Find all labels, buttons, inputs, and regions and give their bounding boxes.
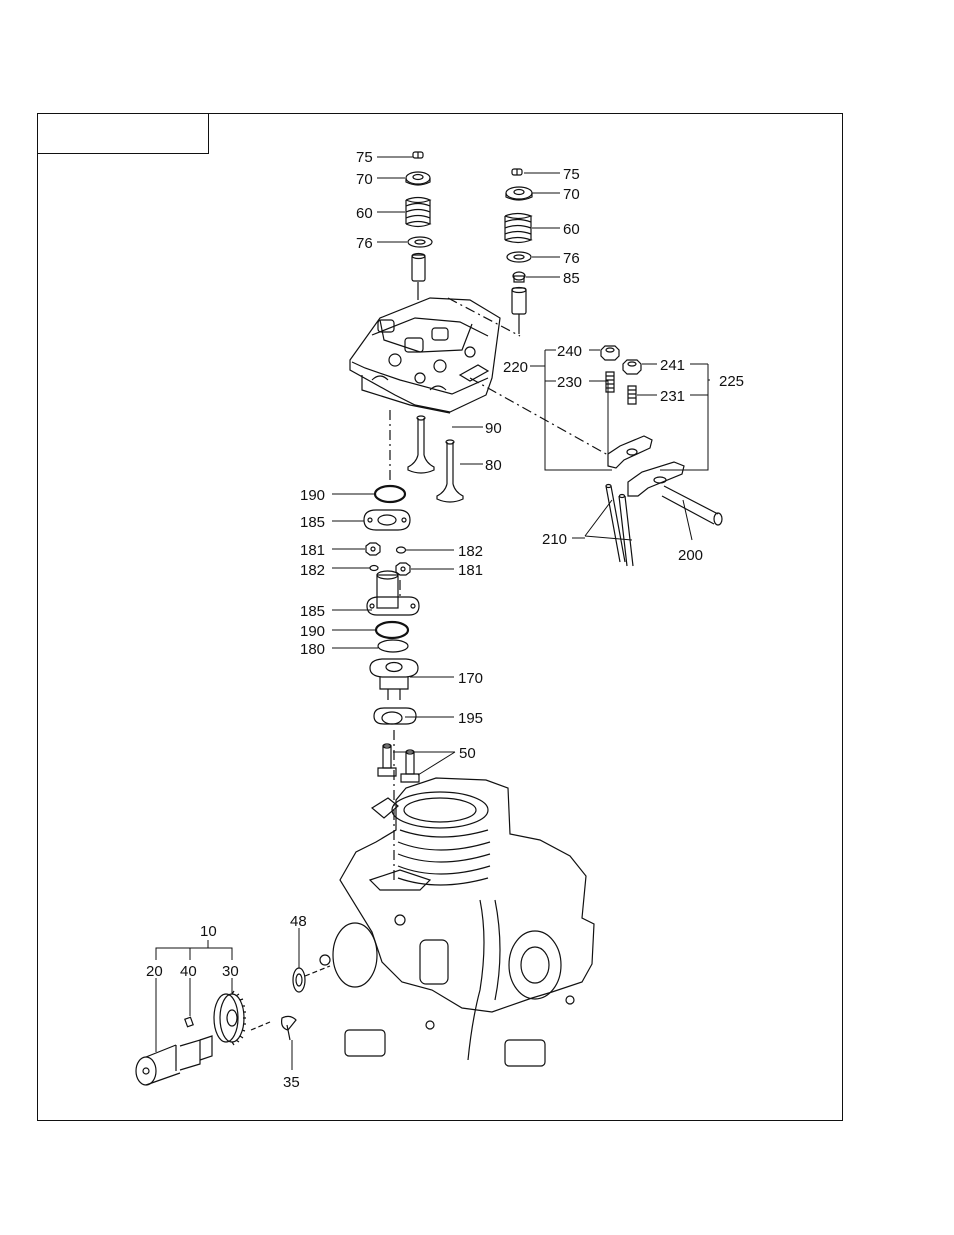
- governor-lever: [250, 1015, 297, 1041]
- label-190-upper: 190: [300, 487, 325, 504]
- valve-stem-seal: [512, 271, 526, 283]
- spring-seat-left: [407, 236, 433, 248]
- thrust-washer-48: [292, 965, 331, 993]
- label-76-right: 76: [563, 250, 580, 267]
- label-60-left: 60: [356, 205, 373, 222]
- label-70-right: 70: [563, 186, 580, 203]
- label-190-lower: 190: [300, 623, 325, 640]
- rocker-nut-240: [600, 345, 620, 361]
- woodruff-key: [184, 1016, 194, 1028]
- camshaft: [135, 1035, 213, 1086]
- cam-gear: [213, 990, 246, 1046]
- label-10: 10: [200, 923, 217, 940]
- valve-intake: [436, 439, 464, 503]
- rocker-arm-220: [607, 435, 653, 469]
- o-ring-upper: [373, 484, 407, 504]
- cylinder-head: [349, 297, 521, 414]
- label-230: 230: [557, 374, 582, 391]
- label-210: 210: [542, 531, 567, 548]
- tappet-left: [377, 743, 397, 777]
- label-48: 48: [290, 913, 307, 930]
- label-180: 180: [300, 641, 325, 658]
- adjust-screw-230: [605, 371, 615, 393]
- label-195: 195: [458, 710, 483, 727]
- gasket-195: [373, 707, 417, 725]
- spacer-ring: [377, 639, 409, 653]
- tappet-guide-plate: [366, 570, 420, 616]
- label-185-upper: 185: [300, 514, 325, 531]
- crankcase-block: [319, 777, 595, 1067]
- label-30: 30: [222, 963, 239, 980]
- valve-exhaust: [407, 415, 435, 474]
- tappet-holder: [369, 658, 419, 700]
- label-182-left: 182: [300, 562, 325, 579]
- adjust-screw-231: [627, 385, 637, 405]
- tappet-right: [400, 749, 420, 783]
- rocker-nut-241: [622, 359, 642, 375]
- valve-retainer-left: [405, 171, 431, 186]
- label-170: 170: [458, 670, 483, 687]
- nut-181-left: [365, 542, 381, 556]
- washer-182-right: [395, 546, 407, 554]
- label-181-left: 181: [300, 542, 325, 559]
- washer-182-left: [369, 564, 379, 572]
- label-20: 20: [146, 963, 163, 980]
- label-80: 80: [485, 457, 502, 474]
- label-231: 231: [660, 388, 685, 405]
- diagram-frame: [37, 113, 843, 1121]
- gasket-plate-upper: [363, 509, 411, 531]
- label-35: 35: [283, 1074, 300, 1091]
- label-75-left: 75: [356, 149, 373, 166]
- label-75-right: 75: [563, 166, 580, 183]
- label-225: 225: [719, 373, 744, 390]
- valve-keeper-left: [412, 151, 424, 159]
- label-241: 241: [660, 357, 685, 374]
- valve-spring-left: [405, 196, 432, 228]
- o-ring-lower: [374, 620, 410, 640]
- valve-guide-right: [511, 286, 527, 334]
- valve-retainer-right: [505, 186, 533, 201]
- valve-keeper-right: [511, 168, 523, 176]
- valve-spring-right: [504, 212, 533, 244]
- label-76-left: 76: [356, 235, 373, 252]
- label-240: 240: [557, 343, 582, 360]
- title-box: [37, 113, 209, 154]
- label-85: 85: [563, 270, 580, 287]
- label-90: 90: [485, 420, 502, 437]
- push-rods: [605, 483, 634, 567]
- label-181-right: 181: [458, 562, 483, 579]
- label-185-lower: 185: [300, 603, 325, 620]
- label-60-right: 60: [563, 221, 580, 238]
- valve-guide-left: [411, 252, 426, 300]
- label-220: 220: [503, 359, 528, 376]
- rocker-arm-225: [627, 461, 685, 497]
- label-40: 40: [180, 963, 197, 980]
- spring-seat-right: [506, 251, 532, 263]
- rocker-shaft: [661, 485, 723, 526]
- label-200: 200: [678, 547, 703, 564]
- label-50: 50: [459, 745, 476, 762]
- label-182-right: 182: [458, 543, 483, 560]
- nut-181-right: [395, 562, 411, 576]
- label-70-left: 70: [356, 171, 373, 188]
